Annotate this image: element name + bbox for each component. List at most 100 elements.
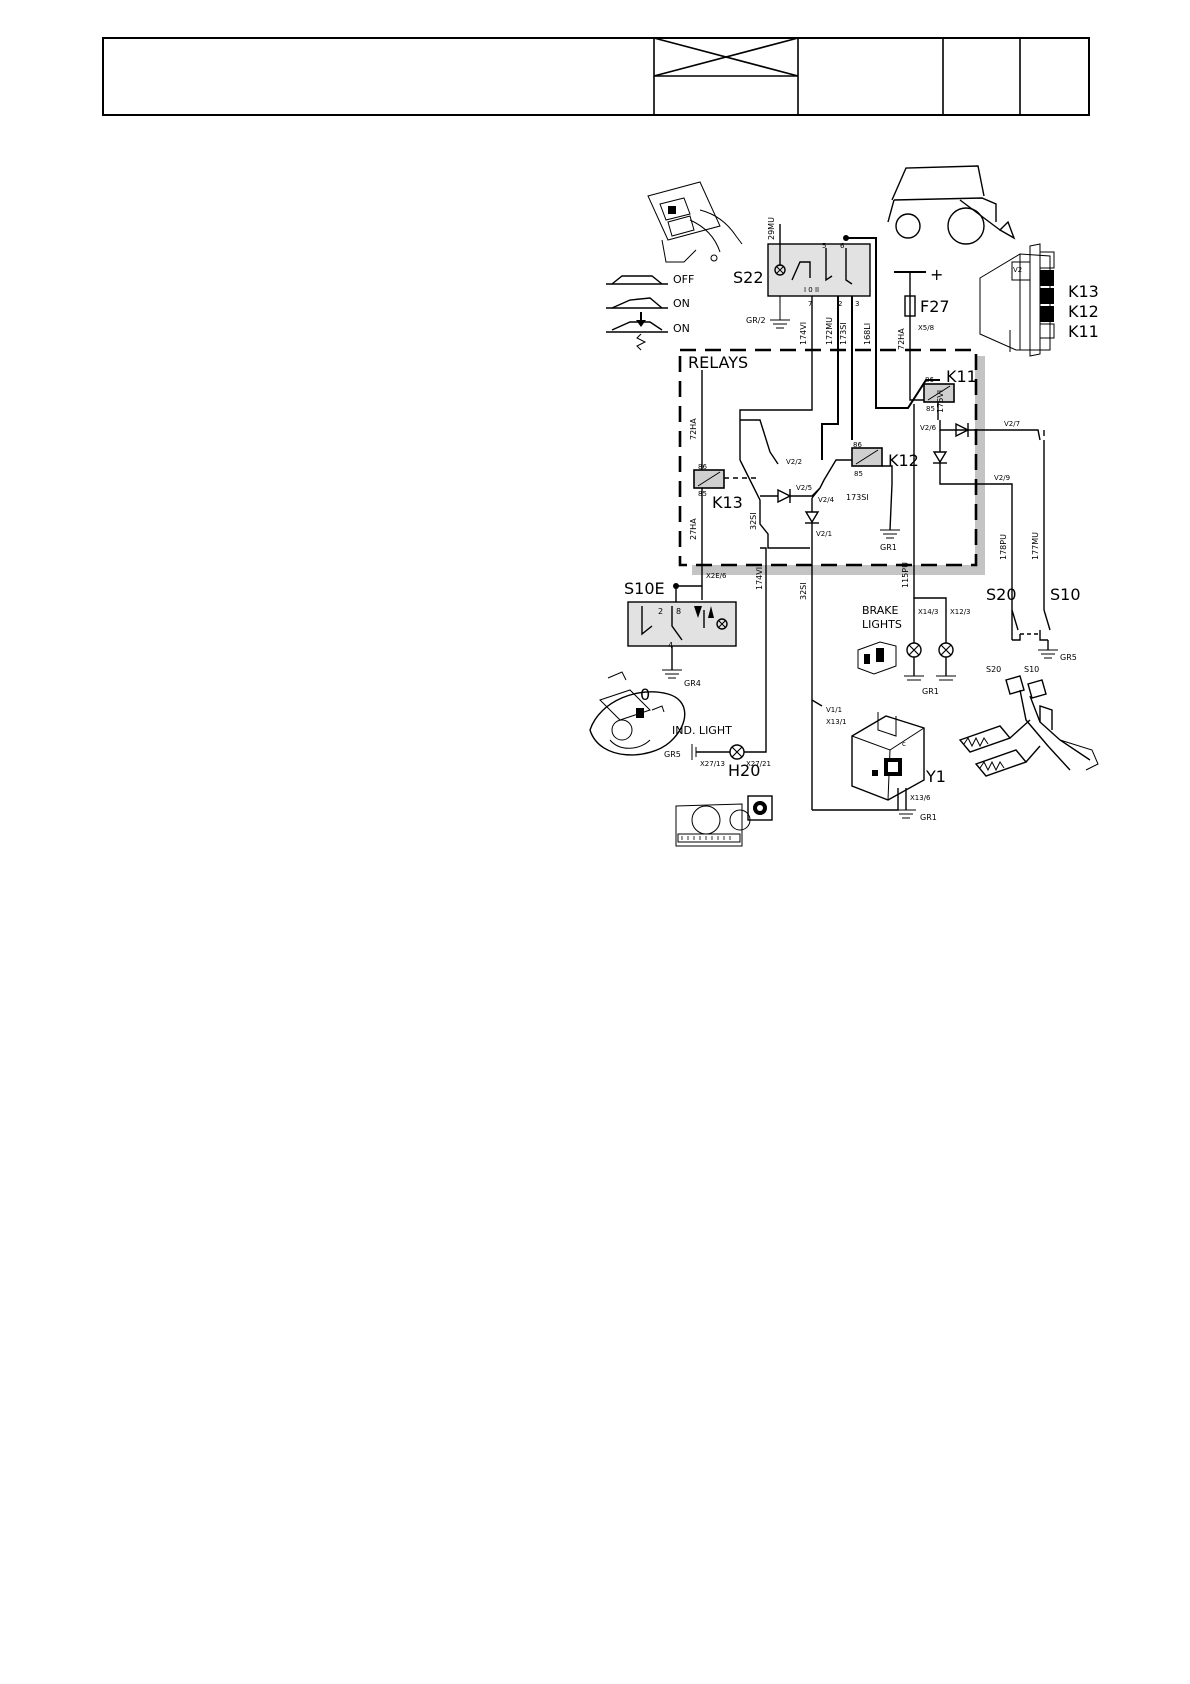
- relay-board-illustration: V2 K13 K12 K11: [979, 243, 1099, 357]
- wire-115pu: [913, 404, 947, 612]
- s22-switch: I 0 II S22: [733, 243, 871, 297]
- gr2-ground-icon: [770, 319, 790, 329]
- s20-label: S20: [986, 585, 1017, 604]
- s10e-pin-4: 4: [668, 641, 673, 650]
- s22-pin-6: 6: [840, 242, 845, 250]
- wire-173si-label: 173SI: [839, 322, 848, 345]
- k13-switch-contact: [740, 419, 779, 465]
- wire-168li-label: 168LI: [863, 323, 872, 345]
- k11-label: K11: [946, 367, 977, 386]
- wire-27ha-label: 27HA: [689, 518, 698, 540]
- s10e-pin-8: 8: [676, 607, 681, 616]
- s10-label: S10: [1050, 585, 1081, 604]
- brake-light-unit-illustration: [857, 641, 897, 675]
- hand-switch-illustration: [647, 181, 743, 263]
- s22-positions-label: I 0 II: [804, 286, 819, 294]
- v2-4-connector-label: V2/4: [818, 496, 835, 504]
- wire-174vi-label: 174VI: [799, 322, 808, 345]
- y1-label: Y1: [925, 767, 946, 786]
- gr1-k12-label: GR1: [880, 543, 897, 552]
- k12-relay: 86 85 K12: [851, 441, 919, 478]
- joystick-zero-label: 0: [640, 685, 650, 704]
- diode-v2-1-icon: [804, 511, 820, 524]
- v2-1-connector-label: V2/1: [816, 530, 832, 538]
- brake-lamp-ground-leads: [913, 657, 947, 676]
- wire-174vi-b: [744, 547, 767, 753]
- wire-178pu-label: 178PU: [999, 534, 1008, 560]
- brake-lights-label-line2: LIGHTS: [862, 618, 902, 631]
- v1-1-break: [811, 699, 823, 707]
- h20-label: H20: [728, 761, 760, 780]
- diode-v2-9-icon: [932, 451, 948, 464]
- k11-pin-86: 86: [925, 376, 934, 384]
- wire-v2-5: [760, 487, 821, 497]
- wire-32si-b-label: 32SI: [799, 582, 808, 600]
- wire-32si-a-label: 32SI: [749, 512, 758, 530]
- gr4-ground-icon: [662, 669, 682, 679]
- switch-positions-legend: OFF ON ON: [606, 273, 694, 351]
- x13-1-connector-label: X13/1: [826, 718, 847, 726]
- relays-box-label: RELAYS: [688, 353, 748, 372]
- s10e-switch: 2 8 4: [627, 601, 737, 650]
- wire-177mu-label: 177MU: [1031, 532, 1040, 560]
- gr1-y1-ground-icon: [896, 809, 916, 819]
- wire-115pu-label: 115PU: [901, 562, 910, 588]
- gr5-left-label: GR5: [664, 750, 681, 759]
- wire-v2-7: [939, 420, 1041, 441]
- s10e-pin-2: 2: [658, 607, 663, 616]
- s10-pedal-label: S10: [1024, 665, 1039, 674]
- s22-pin-5: 5: [822, 242, 826, 250]
- wire-29mu-label: 29MU: [767, 217, 776, 240]
- k12-pin-85: 85: [854, 470, 863, 478]
- x14-3-connector-label: X14/3: [918, 608, 939, 616]
- v2-7-connector-label: V2/7: [1004, 420, 1020, 428]
- wire-168li: [846, 237, 940, 409]
- brake-pedals-illustration: S20 S10: [958, 665, 1099, 777]
- dashboard-illustration: [675, 795, 773, 847]
- k11-pin-85: 85: [926, 405, 935, 413]
- k12-label: K12: [888, 451, 919, 470]
- rocker-off-icon: [606, 275, 668, 285]
- wire-178pu: [1000, 483, 1013, 640]
- diode-v2-5-icon: [777, 488, 792, 504]
- gr1-brake-ground-icon: [904, 675, 956, 681]
- brake-lamp-right-icon: [938, 642, 954, 658]
- wire-173si-b-label: 173SI: [846, 493, 869, 502]
- gr4-label: GR4: [684, 679, 701, 688]
- x2e-6-connector-label: X2E/6: [706, 572, 727, 580]
- wire-174vi-b-label: 174VI: [755, 567, 764, 590]
- position-on-label: ON: [673, 297, 690, 310]
- s10e-label: S10E: [624, 579, 665, 598]
- x12-3-connector-label: X12/3: [950, 608, 971, 616]
- k12-pin-86: 86: [853, 441, 862, 449]
- gr2-label: GR/2: [746, 316, 766, 325]
- position-off-label: OFF: [673, 273, 694, 286]
- gr1-k12-ground-icon: [880, 529, 900, 539]
- v2-6-connector-label: V2/6: [920, 424, 937, 432]
- ind-light-label: IND. LIGHT: [672, 724, 732, 737]
- wire-72ha-top-label: 72HA: [897, 328, 906, 350]
- gr1-brake-label: GR1: [922, 687, 939, 696]
- wire-174vi: [739, 296, 813, 460]
- k13-label: K13: [712, 493, 743, 512]
- s20-s10-contacts: [1011, 609, 1051, 641]
- k11-relay: 86 85 K11: [923, 367, 977, 413]
- gr5-left-ground-icon: [691, 744, 697, 760]
- x13-6-connector-label: X13/6: [910, 794, 931, 802]
- k12-board-label: K12: [1068, 302, 1099, 321]
- f27-label: F27: [920, 297, 950, 316]
- v2-2-connector-label: V2/2: [786, 458, 802, 466]
- x27-21-connector-label: X27/21: [746, 760, 771, 768]
- s22-pin-7: 7: [808, 300, 812, 308]
- diode-v2-7-icon: [955, 422, 970, 438]
- plus-terminal-label: +: [930, 265, 943, 284]
- title-block: [102, 37, 1090, 116]
- x27-13-connector-label: X27/13: [700, 760, 725, 768]
- k13-pin-86: 86: [698, 463, 707, 471]
- v1-1-connector-label: V1/1: [826, 706, 842, 714]
- brake-lamp-left-icon: [906, 642, 922, 658]
- v2-board-label: V2: [1013, 266, 1022, 274]
- gr1-y1-label: GR1: [920, 813, 937, 822]
- gr5-right-label: GR5: [1060, 653, 1077, 662]
